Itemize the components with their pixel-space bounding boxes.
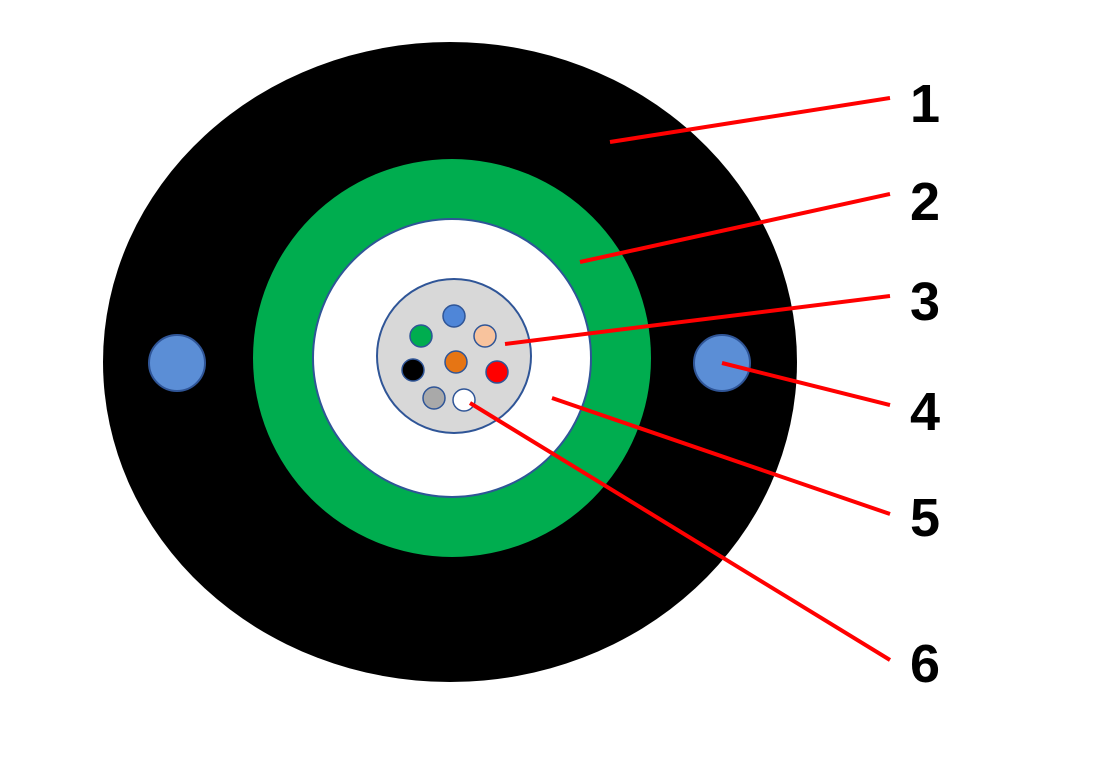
callout-label-5: 5 <box>910 488 940 548</box>
fiber-green <box>409 324 433 348</box>
callout-label-6: 6 <box>910 634 940 694</box>
fiber-blue <box>442 304 466 328</box>
fiber-orange <box>444 350 468 374</box>
callout-label-2: 2 <box>910 172 940 232</box>
callout-line-2 <box>579 192 891 264</box>
callout-label-4: 4 <box>910 382 940 442</box>
callout-label-3: 3 <box>910 272 940 332</box>
callout-lines <box>468 96 892 662</box>
callout-line-3 <box>504 294 891 346</box>
fiber-group <box>401 304 509 412</box>
callout-line-5 <box>551 396 891 516</box>
fiber-white <box>452 388 476 412</box>
callout-label-1: 1 <box>910 74 940 134</box>
strength-member-left <box>148 334 206 392</box>
fiber-peach <box>473 324 497 348</box>
callout-line-6 <box>468 401 892 662</box>
callout-line-4 <box>721 361 891 407</box>
fiber-black <box>401 358 425 382</box>
fiber-red <box>485 360 509 384</box>
fiber-gray <box>422 386 446 410</box>
callout-line-1 <box>609 96 891 144</box>
